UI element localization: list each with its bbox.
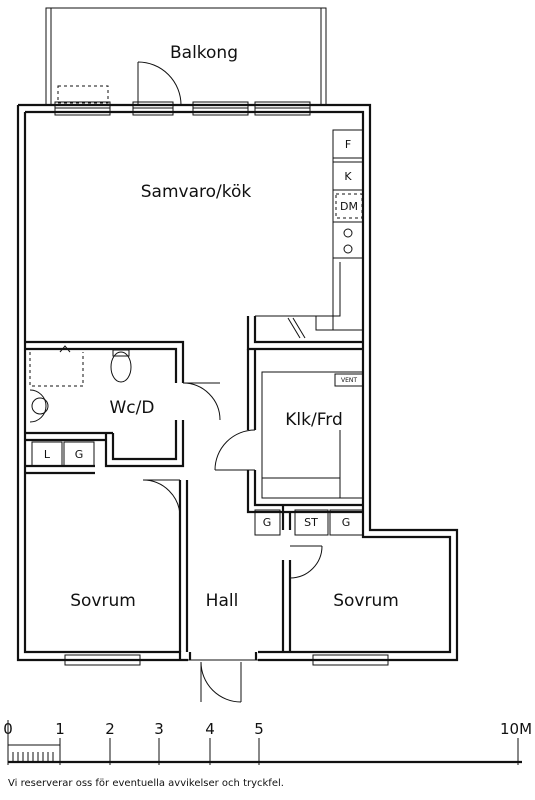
closet-inner [261,371,364,499]
scale-tick-5: 5 [254,720,264,738]
laundry-units [31,441,95,467]
windows [54,101,389,666]
doors [142,429,323,703]
wardrobes [254,509,364,536]
fixture-dishwasher-label: DM [340,200,358,213]
laundry-g-label: G [75,448,84,461]
hall-wardrobe-g-label: G [263,516,272,529]
storage-g-label: G [342,516,351,529]
room-label-balcony: Balkong [170,43,238,63]
scale-tick-0: 0 [3,720,13,738]
fixture-vent-label: VENT [341,377,357,384]
room-label-hall: Hall [206,591,239,611]
room-label-living-kitchen: Samvaro/kök [141,182,252,202]
room-label-bedroom-right: Sovrum [333,591,399,611]
balcony-door [137,61,182,106]
room-label-bedroom-left: Sovrum [70,591,136,611]
room-label-wc: Wc/D [110,398,155,418]
scale-tick-1: 1 [55,720,65,738]
fixture-freezer-label: K [344,170,352,183]
kitchen-counter [255,129,364,339]
scale-tick-3: 3 [154,720,164,738]
room-label-closet: Klk/Frd [285,410,342,430]
scale-tick-4: 4 [205,720,215,738]
fixture-fridge-label: F [345,138,351,151]
disclaimer: Vi reserverar oss för eventuella avvikel… [8,778,284,789]
wc-fixtures [29,345,221,423]
scale-bar: 0 1 2 3 4 5 10M [3,720,532,765]
outer-walls [16,103,459,662]
laundry-l-label: L [44,448,51,461]
scale-tick-2: 2 [105,720,115,738]
storage-st-label: ST [304,516,318,529]
scale-tick-10m: 10M [500,720,532,738]
interior-walls [25,316,363,652]
